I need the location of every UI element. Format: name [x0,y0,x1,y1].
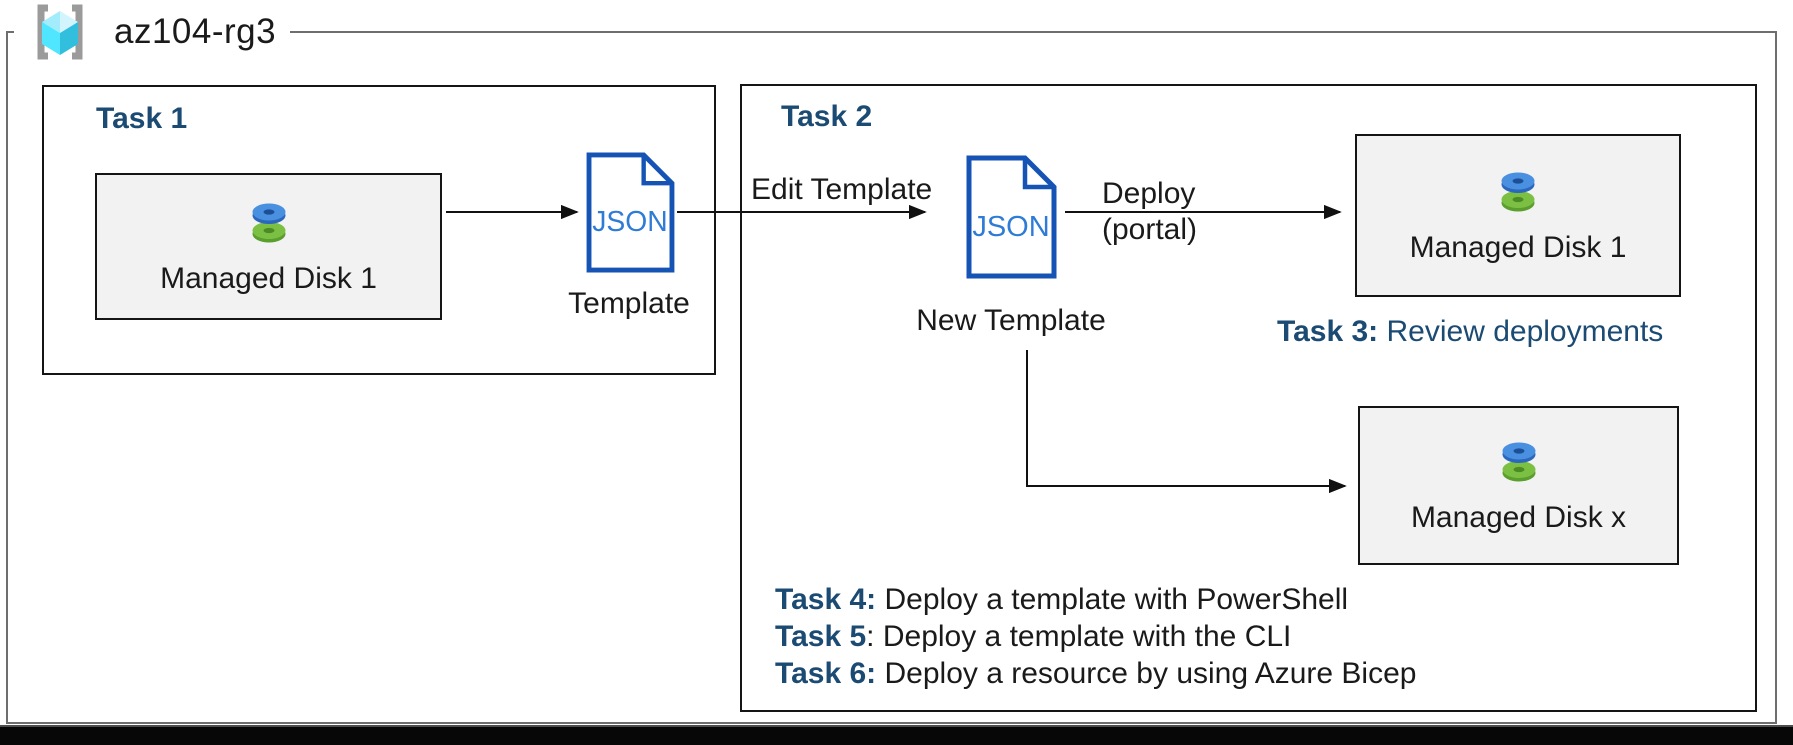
resource-group-legend: az104-rg3 [14,0,291,64]
task1-managed-disk-label: Managed Disk 1 [160,261,377,295]
azure-resource-group-icon [28,3,92,61]
task2-managed-diskx-label: Managed Disk x [1410,500,1627,534]
json-file-type-text: JSON [972,211,1049,243]
task5-title: Task 5 [775,620,867,653]
task2-managed-disk1-label: Managed Disk 1 [1409,230,1627,264]
edit-template-arrow-label: Edit Template [751,173,933,206]
managed-disk-icon [1496,167,1540,217]
task4-title: Task 4: [775,583,877,616]
task-list: Task 4: Deploy a template with PowerShel… [775,581,1416,692]
deploy-arrow-label-line2: (portal) [1102,213,1198,246]
task3-caption: Task 3: Review deployments [1277,315,1663,349]
task4-line: Task 4: Deploy a template with PowerShel… [775,581,1416,618]
task2-managed-disk1-box: Managed Disk 1 [1355,134,1681,297]
json-file-icon: JSON [585,152,675,273]
resource-group-border [6,31,1777,724]
task3-text: Review deployments [1378,315,1664,348]
json-file-icon: JSON [965,154,1057,280]
task2-title: Task 2 [781,100,873,133]
bottom-black-bar [0,725,1793,745]
task5-text: : Deploy a template with the CLI [866,620,1292,653]
task6-line: Task 6: Deploy a resource by using Azure… [775,655,1416,692]
template-label: Template [568,287,690,320]
deploy-arrow-label-line1: Deploy [1102,177,1196,210]
task3-title: Task 3: [1277,315,1379,348]
task1-title: Task 1 [96,102,188,135]
task6-title: Task 6: [775,657,877,690]
task2-managed-diskx-box: Managed Disk x [1358,406,1679,565]
managed-disk-icon [1497,437,1541,487]
task1-managed-disk-box: Managed Disk 1 [95,173,442,320]
json-file-type-text: JSON [592,205,667,237]
task5-line: Task 5: Deploy a template with the CLI [775,618,1416,655]
task6-text: Deploy a resource by using Azure Bicep [876,657,1417,690]
managed-disk-icon [247,198,291,248]
task4-text: Deploy a template with PowerShell [876,583,1349,616]
deploy-arrow-label: Deploy (portal) [1102,176,1197,248]
resource-group-name: az104-rg3 [114,12,277,51]
new-template-label: New Template [916,304,1106,337]
